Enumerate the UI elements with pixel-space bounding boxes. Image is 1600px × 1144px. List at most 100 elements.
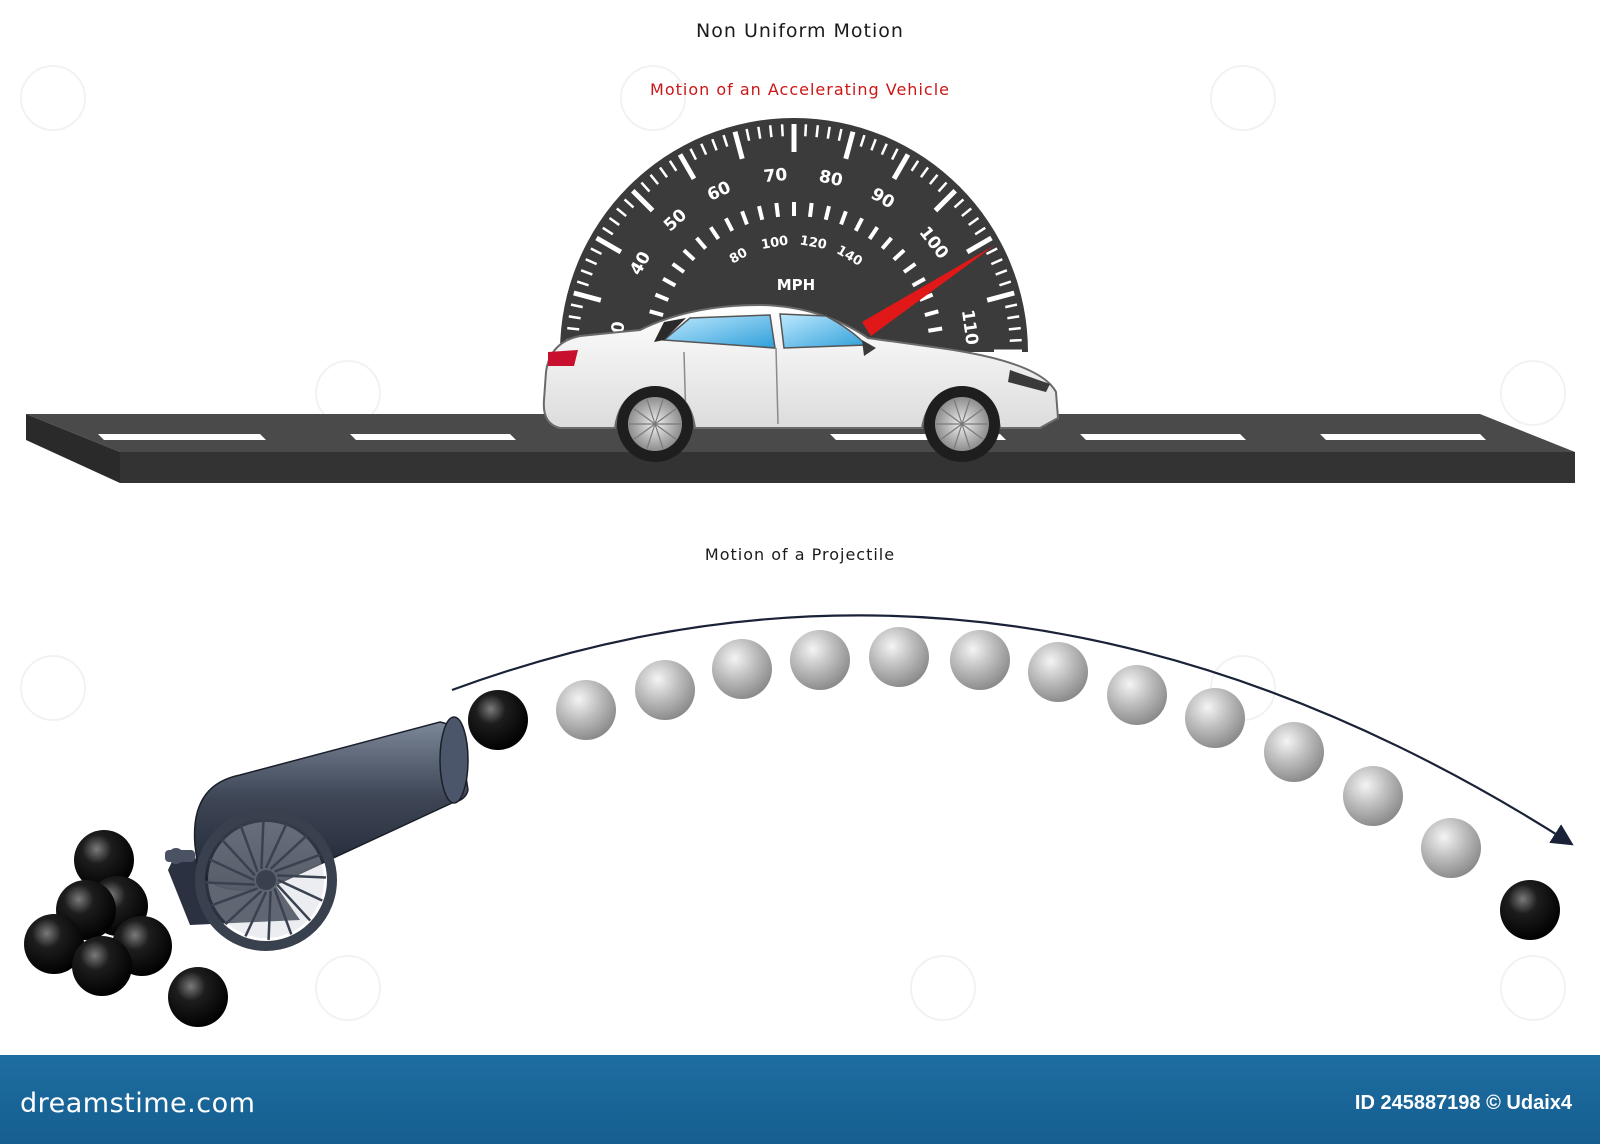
speedometer-inner-tick: [724, 217, 735, 232]
speedometer-tick: [985, 247, 998, 256]
watermark-mark: [20, 655, 86, 721]
speedometer-tick: [1009, 338, 1022, 342]
projectile-ball: [556, 680, 616, 740]
speedometer-tick: [658, 166, 669, 178]
speedometer-inner-tick: [867, 226, 879, 241]
watermark-mark: [20, 65, 86, 131]
car: [542, 303, 1060, 462]
speedometer-inner-tick: [757, 205, 765, 221]
speedometer-inner-tick: [880, 236, 893, 250]
speedometer-inner-tick: [892, 248, 906, 262]
speedometer-inner-tick: [740, 210, 749, 226]
watermark-mark: [1500, 955, 1566, 1021]
speedometer-tick: [595, 235, 623, 255]
speedometer-tick: [780, 124, 784, 137]
speedometer-inner-tick: [839, 210, 848, 226]
watermark-mark: [1210, 65, 1276, 131]
speedometer-tick: [880, 143, 888, 156]
speedometer-tick: [986, 290, 1015, 303]
speedometer-tick: [711, 138, 718, 151]
trajectory-arrow: [451, 614, 1574, 846]
speedometer-needle: [862, 245, 995, 336]
speedometer-tick: [757, 126, 762, 139]
speedometer-inner-label: 100: [760, 233, 789, 252]
projectile-section-title: Motion of a Projectile: [704, 545, 896, 564]
speedometer-outer-label: 70: [763, 165, 789, 187]
speedometer-inner-tick: [662, 276, 677, 288]
speedometer-tick: [1005, 303, 1018, 309]
speedometer-tick: [1008, 326, 1021, 331]
speedometer-tick: [689, 148, 698, 161]
speedometer-tick: [961, 207, 972, 218]
speedometer-tick: [677, 153, 697, 181]
speedometer-ticks: [566, 124, 1022, 355]
speedometer-tick: [953, 198, 965, 209]
speedometer-tick: [668, 160, 678, 172]
speedometer-tick: [585, 258, 598, 266]
speedometer-tick: [804, 124, 808, 137]
speedometer-tick: [573, 290, 602, 303]
speedometer-tick: [995, 269, 1008, 276]
speedometer-tick: [732, 131, 745, 160]
lane-markings: [98, 434, 1486, 440]
speedometer-tick: [870, 138, 877, 151]
speedometer-tick: [891, 153, 911, 181]
speedometer-unit-label: MPH: [777, 276, 815, 294]
speedometer-tick: [937, 181, 948, 193]
vehicle-section-title: Motion of an Accelerating Vehicle: [650, 80, 950, 99]
speedometer-tick: [928, 174, 939, 185]
speedometer-inner-label: 120: [799, 233, 828, 252]
projectile-ball: [1421, 818, 1481, 878]
projectile-ball: [1107, 665, 1167, 725]
projectile-ball: [635, 660, 695, 720]
speedometer-outer-label: 80: [817, 167, 844, 192]
projectile-ball: [468, 690, 528, 750]
speedometer-tick: [933, 189, 957, 213]
projectile-ball: [1500, 880, 1560, 940]
speedometer-tick: [576, 280, 589, 287]
speedometer-tick: [859, 134, 866, 147]
speedometer-inner-tick: [654, 292, 670, 302]
speedometer-inner-tick: [928, 326, 943, 333]
projectile-ball: [869, 627, 929, 687]
footer-bar: dreamstime.com ID 245887198 © Udaix4: [0, 1055, 1600, 1144]
speedometer-face: [560, 118, 1028, 352]
speedometer-tick: [826, 126, 831, 139]
speedometer-inner-tick: [853, 217, 864, 232]
speedometer-tick: [837, 128, 843, 141]
projectile-ball: [712, 639, 772, 699]
speedometer-tick: [990, 258, 1003, 266]
watermark-mark: [910, 955, 976, 1021]
speedometer-inner-tick: [911, 276, 926, 288]
speedometer-outer-label: 110: [957, 308, 982, 346]
projectile-ball: [950, 630, 1010, 690]
watermark-mark: [315, 955, 381, 1021]
speedometer-inner-tick: [649, 309, 664, 318]
speedometer-tick: [722, 134, 729, 147]
speedometer-inner-tick: [918, 292, 934, 302]
speedometer-tick: [580, 269, 593, 276]
speedometer-tick: [616, 207, 627, 218]
speedometer-tick: [890, 148, 899, 161]
speedometer-tick: [968, 216, 980, 227]
image-credit: ID 245887198 © Udaix4: [1354, 1092, 1572, 1114]
speedometer-tick: [919, 166, 930, 178]
speedometer-inner-tick: [902, 262, 917, 274]
speedometer-tick: [568, 315, 581, 320]
speedometer-tick: [965, 235, 993, 255]
speedometer-tick: [910, 160, 920, 172]
speedometer-tick: [815, 125, 820, 138]
cannonball-pile: [24, 830, 228, 1027]
page-title: Non Uniform Motion: [696, 20, 904, 42]
projectile-ball: [1028, 642, 1088, 702]
road: [26, 414, 1575, 483]
speedometer-inner-tick: [671, 262, 686, 274]
speedometer-tick: [700, 143, 708, 156]
speedometer-tick: [768, 125, 773, 138]
speedometer-tick: [974, 226, 986, 236]
brand-logo[interactable]: dreamstime.com: [20, 1088, 256, 1119]
speedometer-tick: [649, 174, 660, 185]
projectile-ball: [1185, 688, 1245, 748]
